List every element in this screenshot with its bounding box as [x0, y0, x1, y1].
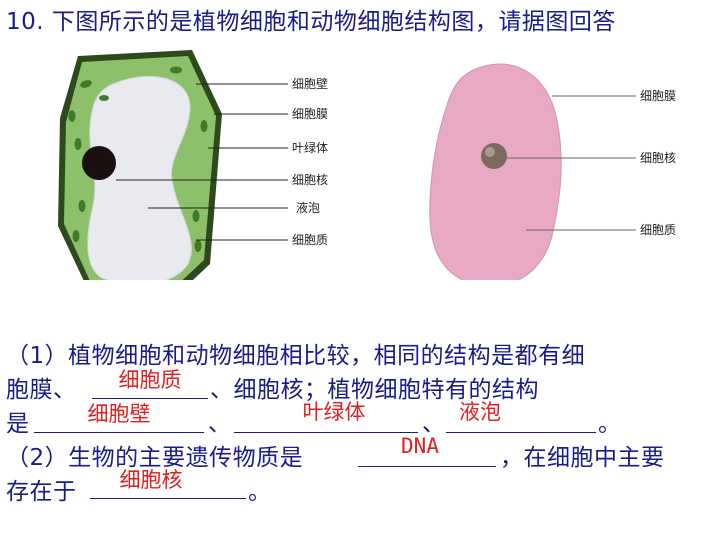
q2-end: 。: [248, 479, 272, 505]
plant-nucleus: [82, 146, 116, 180]
animal-nucleus-highlight: [485, 147, 495, 157]
q2-answer-1: DNA: [401, 434, 439, 458]
plant-cell: 细胞壁 细胞膜 叶绿体 细胞核 液泡 细胞质: [58, 50, 328, 280]
label-animal-nucleus: 细胞核: [640, 151, 676, 165]
label-plant-cytoplasm: 细胞质: [292, 233, 328, 247]
q2-blank-1[interactable]: [358, 466, 496, 467]
label-plant-wall: 细胞壁: [292, 76, 328, 91]
q1-sep-2: 、: [422, 411, 446, 437]
q1-end: 。: [598, 411, 622, 437]
q1-answer-3: 叶绿体: [302, 400, 366, 424]
animal-cell-body: [429, 63, 562, 280]
question-title: 10. 下图所示的是植物细胞和动物细胞结构图，请据图回答: [6, 9, 616, 35]
q1-sep-1: 、: [208, 411, 232, 437]
q1-line3-a: 是: [6, 411, 30, 437]
q2-line2-a: 存在于: [6, 479, 77, 505]
animal-leader-lines: [506, 95, 636, 231]
q1-line2-b: 、细胞核；植物细胞特有的结构: [210, 377, 539, 403]
q1-blank-3[interactable]: [234, 432, 418, 433]
q1-blank-4[interactable]: [446, 432, 596, 433]
q1-answer-2: 细胞壁: [87, 402, 151, 426]
plant-chloroplasts: [68, 66, 208, 252]
q1-blank-2[interactable]: [34, 432, 204, 433]
q1-answer-1: 细胞质: [118, 368, 182, 392]
animal-cell: 细胞膜 细胞核 细胞质: [429, 63, 676, 280]
q1-answer-4: 液泡: [459, 400, 501, 424]
q2-answer-2: 细胞核: [119, 468, 183, 492]
q2-line1-b: ，在细胞中主要: [500, 445, 665, 471]
q2-line1-a: （2）生物的主要遗传物质是: [6, 445, 304, 471]
animal-nucleus: [481, 143, 507, 169]
label-plant-membrane: 细胞膜: [292, 107, 328, 121]
q2-blank-2[interactable]: [90, 498, 246, 499]
label-plant-chloroplast: 叶绿体: [292, 140, 328, 155]
label-plant-nucleus: 细胞核: [292, 173, 328, 187]
q1-line1: （1）植物细胞和动物细胞相比较，相同的结构是都有细: [6, 343, 586, 369]
label-animal-cytoplasm: 细胞质: [640, 223, 676, 237]
plant-leader-lines: [116, 83, 288, 241]
cell-diagram: 细胞壁 细胞膜 叶绿体 细胞核 液泡 细胞质 细胞膜 细胞核 细胞质: [58, 50, 676, 280]
q1-line2-a: 胞膜、: [6, 377, 77, 403]
q1-blank-1[interactable]: [92, 398, 208, 399]
label-plant-vacuole: 液泡: [296, 200, 320, 215]
label-animal-membrane: 细胞膜: [640, 89, 676, 103]
